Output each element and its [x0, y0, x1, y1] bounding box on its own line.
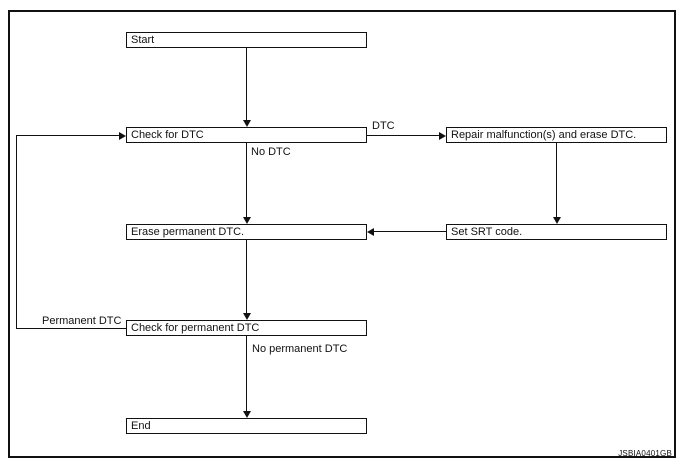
connector-feedback-bottom: [16, 328, 126, 329]
connector-feedback-top: [16, 135, 120, 136]
flow-node-check-dtc: Check for DTC: [126, 127, 367, 143]
arrowhead-right-icon: [119, 132, 126, 140]
arrowhead-down-icon: [553, 217, 561, 224]
edge-label-dtc: DTC: [372, 120, 395, 132]
figure-id-watermark: JSBIA0401GB: [618, 449, 672, 458]
arrowhead-down-icon: [243, 313, 251, 320]
edge-label-no-dtc: No DTC: [251, 146, 291, 158]
flow-node-check-permanent-dtc: Check for permanent DTC: [126, 320, 367, 336]
connector-set-srt-to-erase-permanent: [374, 231, 446, 232]
arrowhead-down-icon: [243, 411, 251, 418]
flow-node-start: Start: [126, 32, 367, 48]
flow-node-repair-erase-dtc: Repair malfunction(s) and erase DTC.: [446, 127, 667, 143]
edge-label-permanent-dtc: Permanent DTC: [42, 315, 122, 327]
diagram-frame: [8, 10, 676, 458]
connector-check-permanent-to-end: [246, 336, 247, 412]
arrowhead-down-icon: [243, 217, 251, 224]
arrowhead-down-icon: [243, 120, 251, 127]
arrowhead-left-icon: [367, 228, 374, 236]
arrowhead-right-icon: [439, 132, 446, 140]
connector-feedback-vertical: [16, 135, 17, 329]
connector-repair-to-set-srt: [556, 143, 557, 218]
connector-check-dtc-to-repair: [367, 135, 440, 136]
edge-label-no-permanent-dtc: No permanent DTC: [252, 343, 348, 355]
flow-node-erase-permanent-dtc: Erase permanent DTC.: [126, 224, 367, 240]
flow-node-set-srt-code: Set SRT code.: [446, 224, 667, 240]
connector-erase-permanent-to-check-permanent: [246, 240, 247, 314]
flow-node-end: End: [126, 418, 367, 434]
connector-start-to-check-dtc: [246, 48, 247, 122]
connector-check-dtc-to-erase-permanent: [246, 143, 247, 218]
